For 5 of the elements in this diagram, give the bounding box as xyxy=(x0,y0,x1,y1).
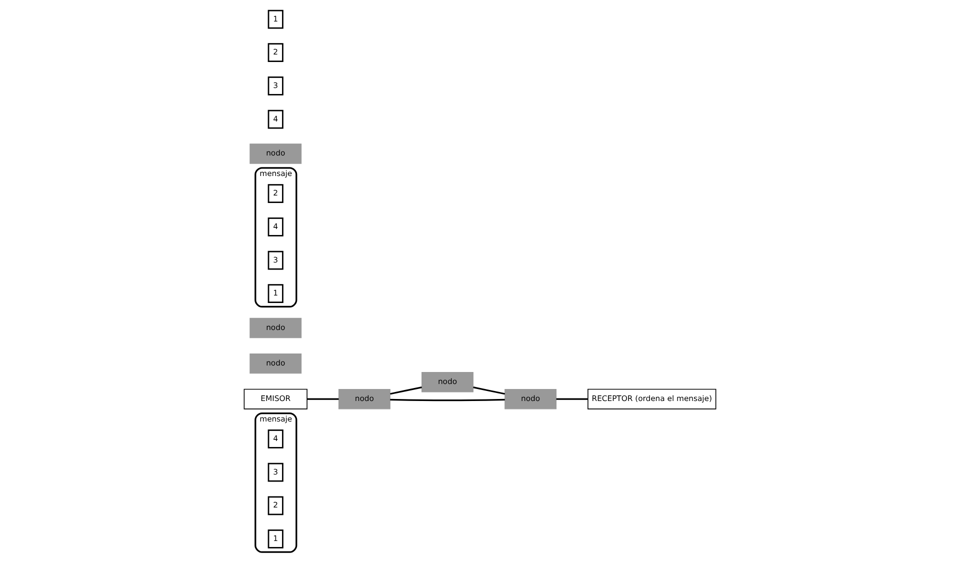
connector xyxy=(556,398,588,400)
connector xyxy=(390,386,422,395)
connector xyxy=(390,398,505,402)
connector xyxy=(473,386,505,395)
connector xyxy=(307,398,339,400)
